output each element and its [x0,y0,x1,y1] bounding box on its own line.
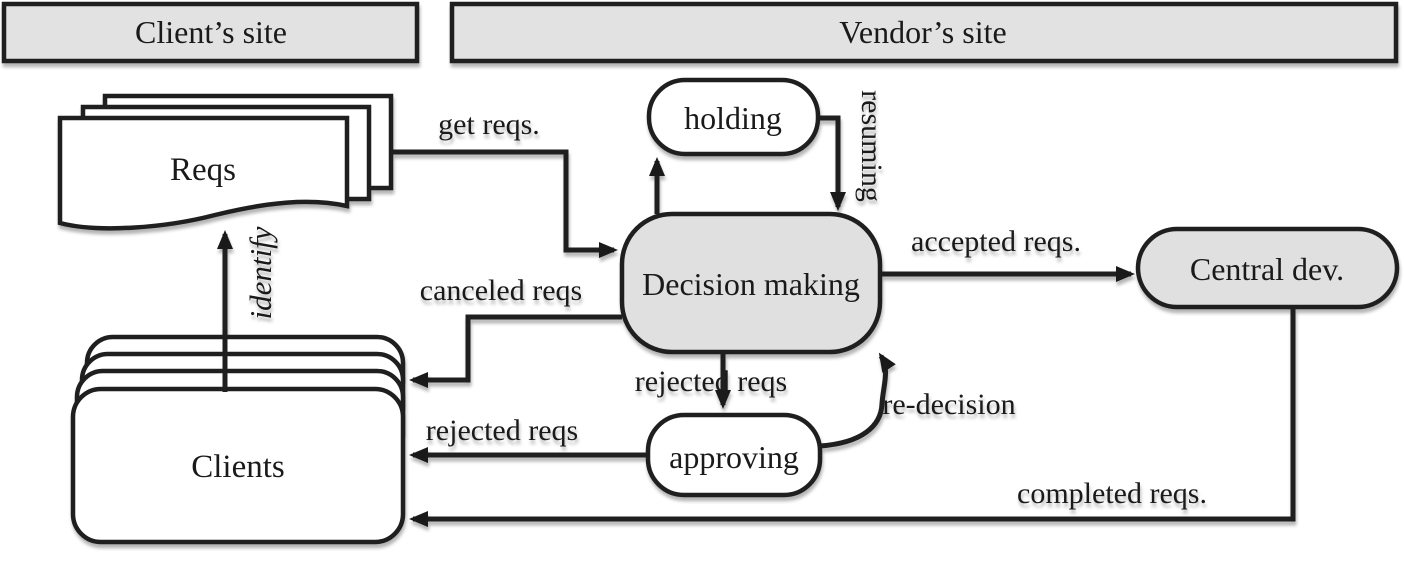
rejected-reqs-top-label: rejected reqs [635,365,787,398]
identify-label: identify [243,226,278,319]
completed-reqs-arrow [409,307,1296,527]
approving-label: approving [669,439,799,475]
clients-card-stack [70,334,406,545]
central-dev-node [1135,226,1400,310]
holding-label: holding [684,100,782,136]
get-reqs-arrow [391,149,618,258]
resuming-arrow [818,115,846,211]
reqs-label: Reqs [170,152,236,188]
clients-card-front [70,386,406,545]
decision-making-label: Decision making [642,266,860,302]
client-site-header-label: Client’s site [135,14,287,50]
vendor-site-header-box [449,1,1399,64]
decision-making-node [619,211,883,355]
vendor-site-header-label: Vendor’s site [839,14,1006,50]
accepted-reqs-label: accepted reqs. [911,225,1081,258]
get-reqs-label: get reqs. [438,108,540,141]
clients-label: Clients [191,449,285,485]
client-site-header-box [1,1,420,64]
reqs-page-front [57,115,350,231]
completed-reqs-label: completed reqs. [1017,477,1207,510]
resuming-label: resuming [855,90,888,202]
re-decision-label: re-decision [882,388,1015,421]
rejected-reqs-left-label: rejected reqs [426,414,578,447]
re-decision-arrow [819,352,896,449]
canceled-reqs-label: canceled reqs [420,274,582,307]
central-dev-label: Central dev. [1190,251,1344,287]
canceled-reqs-arrow [409,314,622,388]
reqs-document-stack [57,93,394,231]
